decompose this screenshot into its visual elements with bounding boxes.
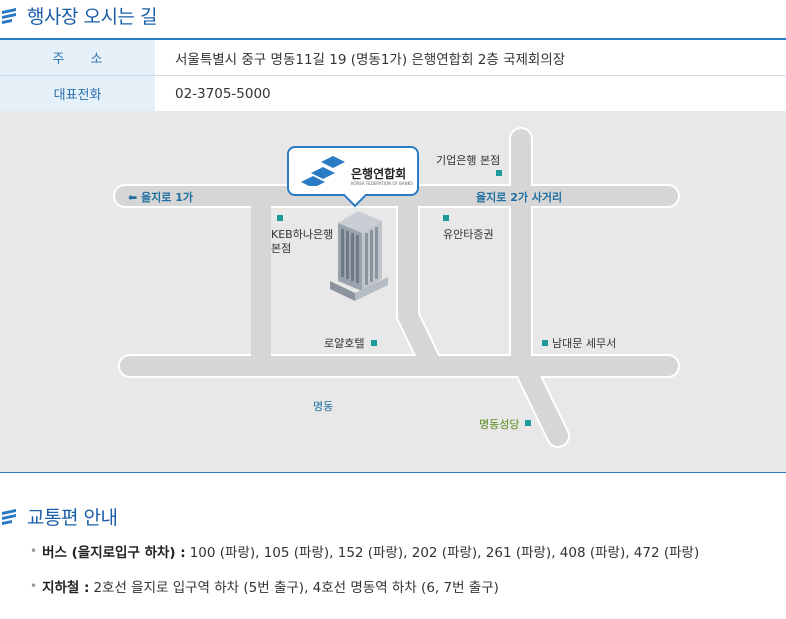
bullet-icon: • <box>30 544 38 558</box>
map-roads <box>113 127 680 448</box>
callout-subtitle: KOREA FEDERATION OF BANKS <box>351 181 413 186</box>
label-euljiro1ga: ⬅ 을지로 1가 <box>128 191 194 204</box>
label-keb: KEB하나은행 <box>271 228 334 241</box>
label-euljiro2ga: 을지로 2가 사거리 <box>476 191 563 204</box>
section-title-text: 행사장 오시는 길 <box>27 6 157 28</box>
bullet-icon: • <box>30 579 38 593</box>
label-ibk: 기업은행 본점 <box>436 154 501 167</box>
label-cathedral: 명동성당 <box>479 418 520 431</box>
transit-subway: • 지하철 : 2호선 을지로 입구역 하차 (5번 출구), 4호선 명동역 … <box>30 576 499 596</box>
section-title-transit: 교통편 안내 <box>0 503 118 530</box>
kfb-logo-icon <box>301 156 345 186</box>
cathedral-marker <box>525 420 531 426</box>
bank-federation-callout: 은행연합회 KOREA FEDERATION OF BANKS <box>287 146 419 208</box>
label-yuanta: 유안타증권 <box>443 228 494 241</box>
stripes-icon <box>2 7 16 24</box>
royal-marker <box>371 340 377 346</box>
namdaemun-marker <box>542 340 548 346</box>
label-royal: 로얄호텔 <box>324 337 365 350</box>
building-icon <box>330 211 388 301</box>
section-title-text: 교통편 안내 <box>27 507 118 529</box>
subway-label: 지하철 : <box>42 580 90 596</box>
subway-value: 2호선 을지로 입구역 하차 (5번 출구), 4호선 명동역 하차 (6, 7… <box>93 580 499 596</box>
label-namdaemun: 남대문 세무서 <box>552 337 617 350</box>
stripes-icon <box>2 508 16 525</box>
ibk-marker <box>496 170 502 176</box>
keb-marker <box>277 215 283 221</box>
location-map: 은행연합회 KOREA FEDERATION OF BANKS ⬅ 을지로 1가… <box>0 111 786 473</box>
bus-label: 버스 (을지로입구 하차) : <box>42 545 186 561</box>
phone-label: 대표전화 <box>0 76 155 111</box>
address-label: 주 소 <box>0 40 155 75</box>
bus-value: 100 (파랑), 105 (파랑), 152 (파랑), 202 (파랑), … <box>189 545 700 561</box>
address-value: 서울특별시 중구 명동11길 19 (명동1가) 은행연합회 2층 국제회의장 <box>175 51 566 68</box>
yuanta-marker <box>443 215 449 221</box>
table-row: 주 소 서울특별시 중구 명동11길 19 (명동1가) 은행연합회 2층 국제… <box>0 40 786 76</box>
table-row: 대표전화 02-3705-5000 <box>0 76 786 112</box>
info-table: 주 소 서울특별시 중구 명동11길 19 (명동1가) 은행연합회 2층 국제… <box>0 38 786 112</box>
transit-bus: • 버스 (을지로입구 하차) : 100 (파랑), 105 (파랑), 15… <box>30 541 699 561</box>
label-myeongdong: 명동 <box>313 400 334 413</box>
callout-name: 은행연합회 <box>351 167 407 181</box>
label-keb-2: 본점 <box>271 242 292 255</box>
phone-value: 02-3705-5000 <box>175 85 271 102</box>
section-title-location: 행사장 오시는 길 <box>0 2 157 29</box>
